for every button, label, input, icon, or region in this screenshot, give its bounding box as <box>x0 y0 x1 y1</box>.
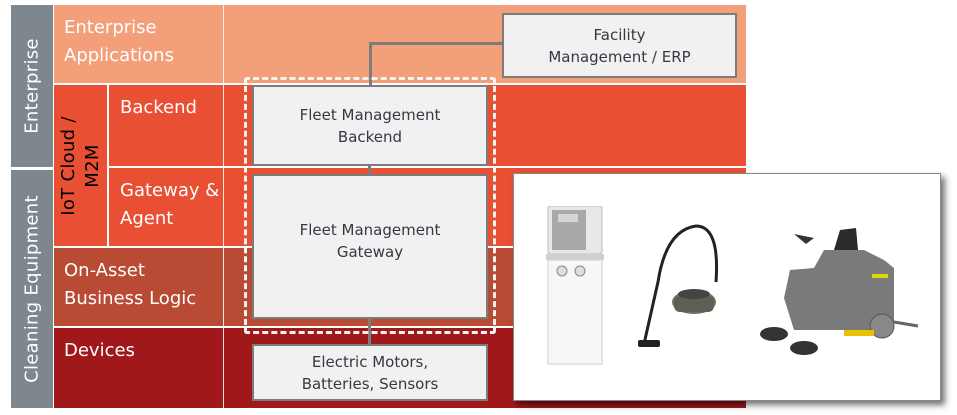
label-on-asset: On-Asset Business Logic <box>64 260 197 309</box>
fleet-management-boundary <box>244 77 496 334</box>
vacuum-cleaner-image <box>638 224 719 347</box>
connector-facility-vertical <box>369 42 372 86</box>
label-enterprise-applications: Enterprise Applications <box>64 17 174 66</box>
side-label-enterprise: Enterprise <box>11 5 53 167</box>
label-devices: Devices <box>64 340 135 361</box>
facility-management-erp-box[interactable]: Facility Management / ERP <box>502 13 737 78</box>
fleet-management-gateway-box[interactable]: Fleet Management Gateway <box>252 174 488 319</box>
water-dispenser-image <box>546 206 604 365</box>
fleet-management-backend-box[interactable]: Fleet Management Backend <box>252 85 488 166</box>
devices-box[interactable]: Electric Motors, Batteries, Sensors <box>252 344 488 401</box>
connector-facility-horizontal <box>369 42 503 45</box>
connector-backend-gateway <box>368 165 371 175</box>
ride-on-scrubber-image <box>760 228 919 355</box>
label-backend: Backend <box>120 97 197 118</box>
side-label-cleaning-equipment: Cleaning Equipment <box>11 170 53 408</box>
iot-cloud-column: IoT Cloud / M2M <box>54 85 109 246</box>
column-divider <box>223 5 224 408</box>
label-gateway-agent: Gateway & Agent <box>120 180 220 229</box>
equipment-photo-panel <box>513 173 941 401</box>
